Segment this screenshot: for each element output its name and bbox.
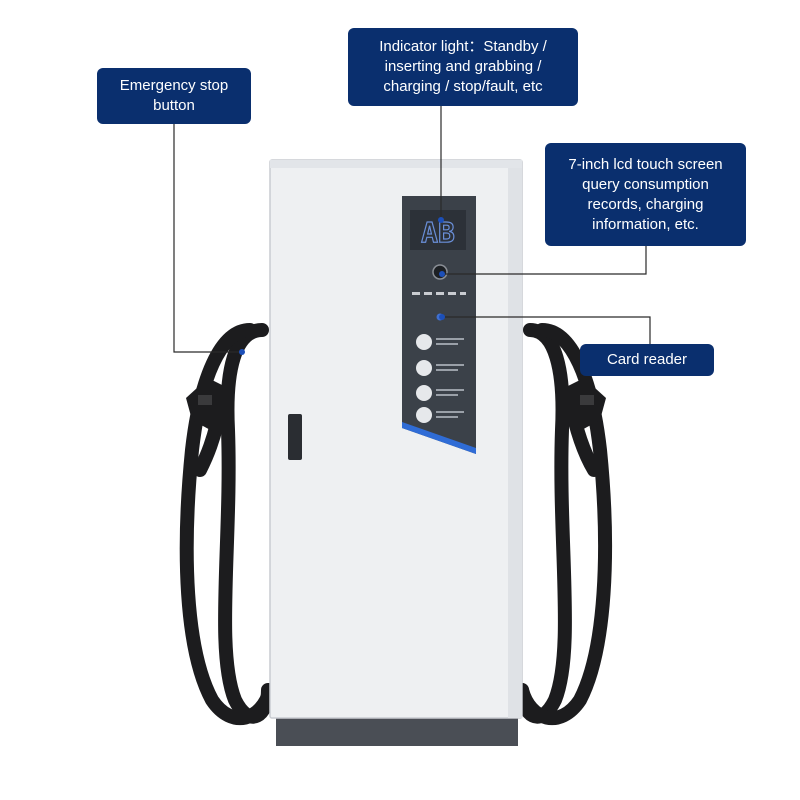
charger-base [276, 716, 518, 746]
callout-lcd-screen-line-3: records, charging [587, 195, 704, 213]
step-3-icon [416, 385, 432, 401]
step-1-icon [416, 334, 432, 350]
charger-cabinet [269, 159, 523, 719]
left-connector-head [186, 378, 232, 432]
step-4-icon [416, 407, 432, 423]
instruction-steps [416, 334, 464, 423]
callout-emergency-stop: Emergency stop button [97, 68, 251, 124]
callout-lcd-screen-line-2: query consumption [582, 175, 709, 193]
leader-lines [173, 106, 651, 353]
leader-emergency-stop [173, 124, 242, 353]
door-handle [288, 414, 302, 460]
status-indicator-lights [412, 292, 466, 295]
callout-indicator-light-line-2: inserting and grabbing / [384, 58, 542, 75]
callout-card-reader-line-1: Card reader [606, 351, 688, 368]
lcd-display [410, 210, 466, 250]
callout-indicator-light-line-1: Indicator light：Standby / [379, 38, 547, 55]
leader-endpoints [239, 217, 445, 355]
leader-card-reader [442, 316, 651, 344]
accent-stripe [402, 422, 476, 454]
leader-lcd-screen [442, 246, 647, 275]
callout-lcd-screen-line-4: information, etc. [592, 215, 699, 233]
callout-indicator-light: Indicator light：Standby / inserting and … [348, 28, 578, 106]
callout-lcd-screen-line-1: 7-inch lcd touch screen [568, 155, 723, 173]
callout-indicator-light-line-3: charging / stop/fault, etc [383, 78, 543, 95]
step-2-icon [416, 360, 432, 376]
lcd-display-digits: AB [421, 216, 455, 249]
callout-card-reader: Card reader [580, 344, 714, 376]
right-connector-head [560, 378, 606, 432]
callout-emergency-stop-line-1: Emergency stop [119, 77, 229, 94]
callout-lcd-screen: 7-inch lcd touch screen query consumptio… [545, 143, 746, 246]
callout-emergency-stop-line-2: button [153, 97, 195, 114]
